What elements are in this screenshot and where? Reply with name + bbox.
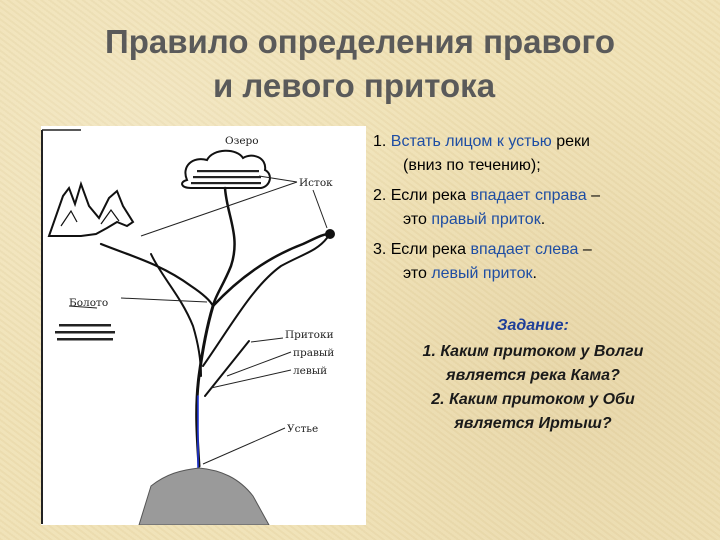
rule-3-number: 3. <box>373 241 387 258</box>
label-left: левый <box>293 365 327 377</box>
rule-1: 1. Встать лицом к устью реки (вниз по те… <box>373 130 713 178</box>
small-right-tributary <box>204 340 250 397</box>
source-spring <box>325 229 335 239</box>
river-to-source <box>211 232 331 308</box>
label-right: правый <box>293 347 334 359</box>
sea-mouth <box>138 467 270 525</box>
pointer-mountain <box>140 181 298 237</box>
task-heading: Задание: <box>497 317 569 334</box>
label-lake: Озеро <box>225 135 259 147</box>
river-from-lake <box>211 186 236 308</box>
rule-3-text: Если река <box>390 241 471 258</box>
left-lower-tributary <box>150 253 202 377</box>
task-q2-line2: является Иртыш? <box>454 415 612 432</box>
main-river <box>195 304 215 468</box>
label-mouth: Устье <box>287 423 318 435</box>
rule-1-text: реки <box>551 133 590 150</box>
task-q1-line1: 1. Каким притоком у Волги <box>422 343 644 360</box>
swamp-hatching <box>55 324 115 341</box>
rule-3-highlight: впадает слева <box>470 241 579 258</box>
river-network <box>99 186 331 469</box>
slide-title-line1: Правило определения правого <box>104 23 615 60</box>
rule-2-text: Если река <box>390 187 471 204</box>
rule-2-continuation: это правый приток. <box>373 208 713 232</box>
rule-2-highlight: впадает справа <box>470 187 587 204</box>
rule-2: 2. Если река впадает справа – это правый… <box>373 184 713 232</box>
task-block: Задание: 1. Каким притоком у Волги являе… <box>373 314 693 436</box>
rule-3: 3. Если река впадает слева – это левый п… <box>373 238 713 286</box>
pointer-right <box>226 351 292 377</box>
rule-2-cont-text: это <box>403 211 432 228</box>
mountain-outline <box>47 180 135 237</box>
pointer-tributaries <box>250 337 284 343</box>
rule-1-number: 1. <box>373 133 387 150</box>
rule-3-cont-highlight: левый приток <box>431 265 533 282</box>
river-diagram: Озеро Болото Исток Притоки правый левый … <box>41 126 366 525</box>
task-q1-line2: является река Кама? <box>446 367 620 384</box>
pointer-spring <box>312 189 328 229</box>
pointer-lines <box>68 175 328 465</box>
rules-list: 1. Встать лицом к устью реки (вниз по те… <box>373 130 713 292</box>
label-source: Исток <box>299 177 333 189</box>
pointer-left <box>210 369 292 389</box>
lake-hatching <box>191 170 261 185</box>
pointer-swamp-river <box>120 297 208 303</box>
rule-3-continuation: это левый приток. <box>373 262 713 286</box>
left-tributary <box>99 242 215 308</box>
label-swamp: Болото <box>69 297 108 309</box>
rule-1-highlight: Встать лицом к устью <box>390 133 552 150</box>
rule-3-cont-text: это <box>403 265 432 282</box>
rule-3-cont-period: . <box>532 265 537 282</box>
rule-2-number: 2. <box>373 187 387 204</box>
label-tributaries: Притоки <box>285 329 334 341</box>
mountain-detail <box>60 208 120 227</box>
slide-title-line2: и левого притока <box>212 67 496 104</box>
river-diagram-svg: Озеро Болото Исток Притоки правый левый … <box>41 129 335 525</box>
pointer-swamp <box>68 305 98 309</box>
right-tributary <box>202 237 328 367</box>
rule-2-cont-period: . <box>540 211 546 228</box>
rule-1-continuation: (вниз по течению); <box>403 157 541 174</box>
task-q2-line1: 2. Каким притоком у Оби <box>431 391 635 408</box>
rule-2-dash: – <box>586 187 600 204</box>
pointer-mouth <box>202 427 286 465</box>
rule-2-cont-highlight: правый приток <box>431 211 541 228</box>
rule-3-dash: – <box>578 241 592 258</box>
pointer-lake <box>258 175 298 183</box>
lake-shape <box>181 149 271 189</box>
